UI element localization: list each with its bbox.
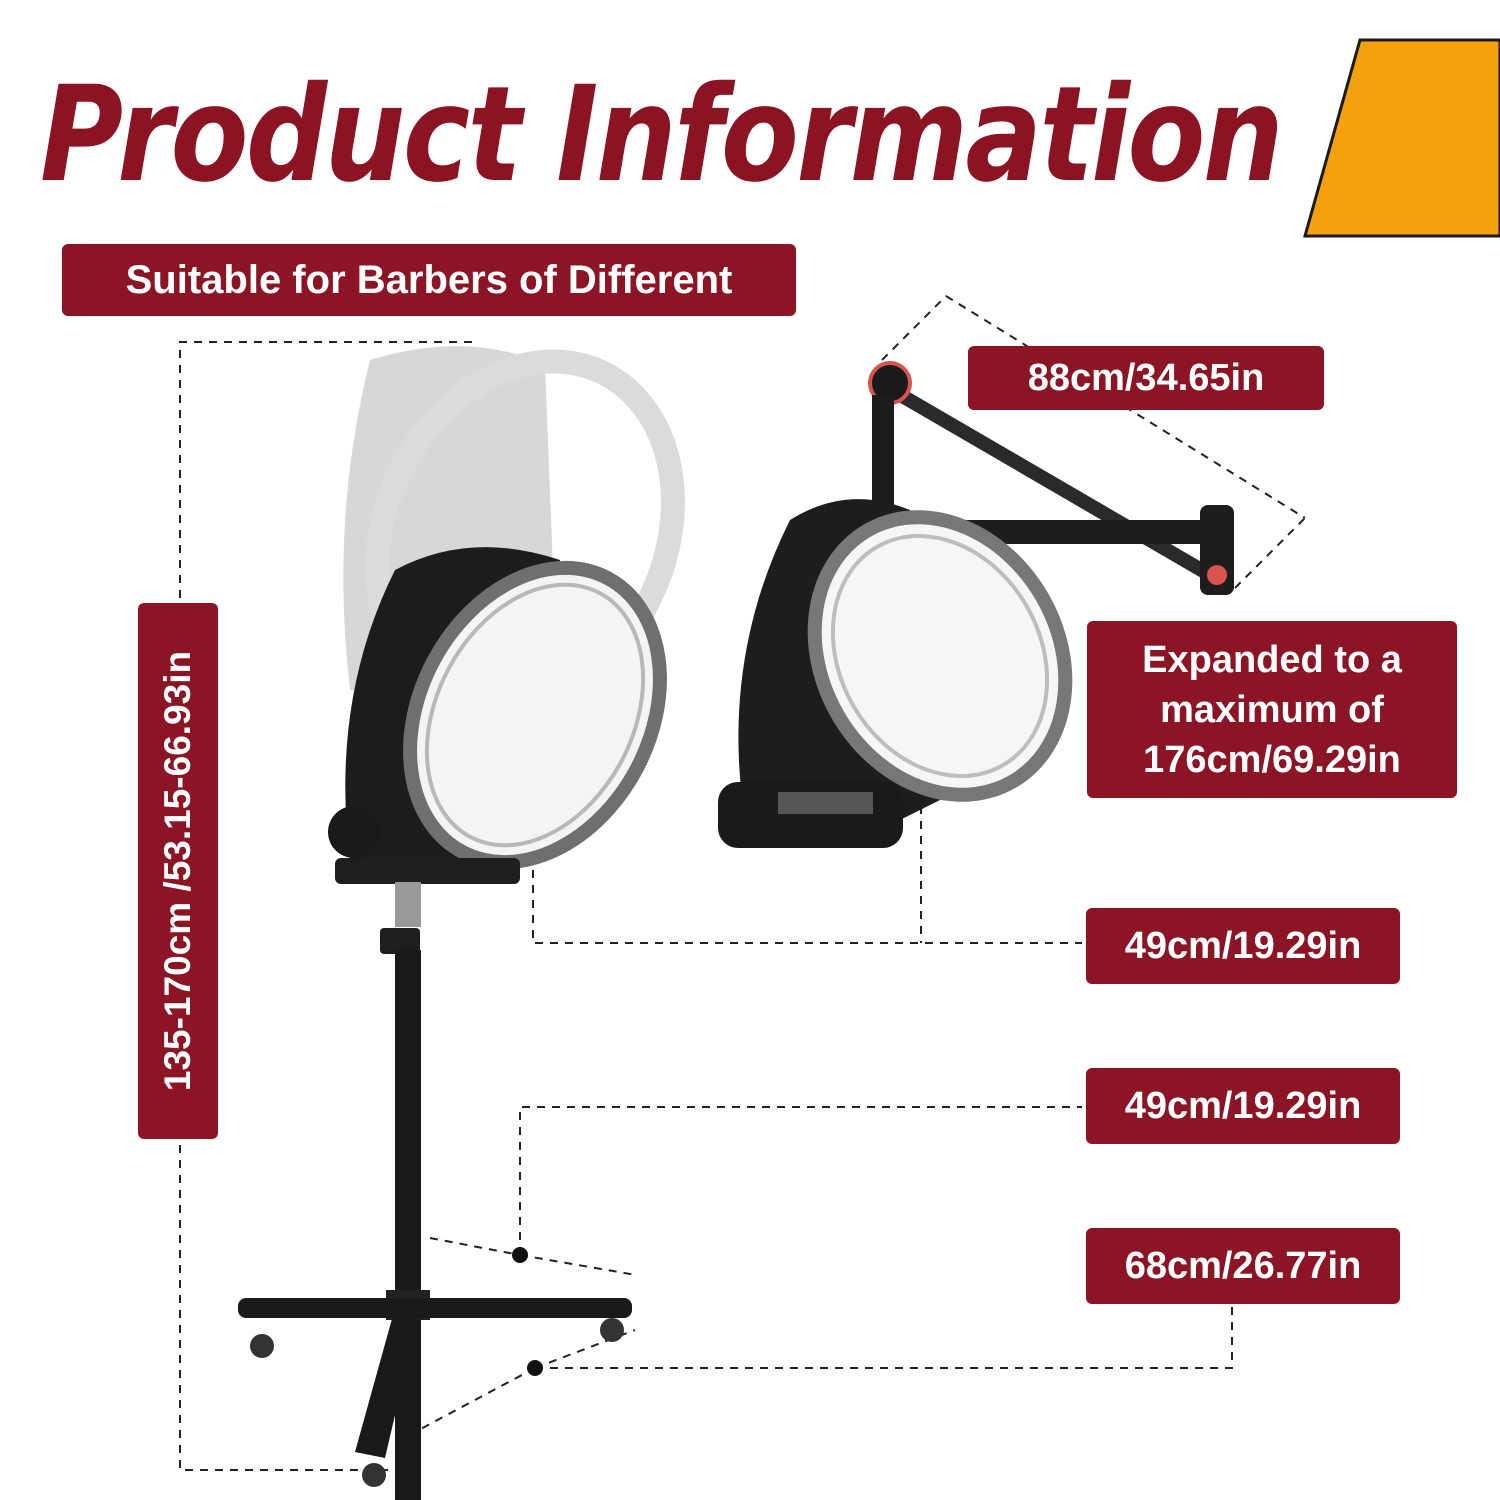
base-width-badge: 68cm/26.77in <box>1086 1228 1400 1304</box>
hood-dryer-wall-mount-image <box>718 361 1234 848</box>
orange-corner-shape <box>1303 38 1500 238</box>
arm-length-badge: 88cm/34.65in <box>968 346 1324 410</box>
height-range-badge: 135-170cm /53.15-66.93in <box>138 603 218 1139</box>
expanded-length-badge: Expanded to a maximum of 176cm/69.29in <box>1087 621 1457 798</box>
height-range-label: 135-170cm /53.15-66.93in <box>157 650 198 1092</box>
hood-width-badge-2: 49cm/19.29in <box>1086 1068 1400 1144</box>
hood-width-badge-1: 49cm/19.29in <box>1086 908 1400 984</box>
page-title: Product Information <box>40 58 1284 212</box>
subtitle-badge: Suitable for Barbers of Different <box>62 244 796 316</box>
hood-dryer-stand-image <box>238 547 667 1500</box>
